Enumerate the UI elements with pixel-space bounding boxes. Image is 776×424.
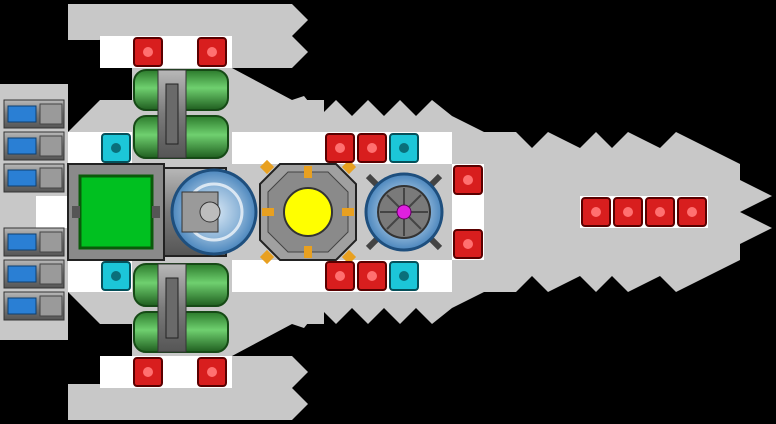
shield-block <box>389 261 419 291</box>
shield-blocks <box>101 133 419 291</box>
core-module <box>259 159 357 265</box>
hazard-block <box>645 197 675 227</box>
hazard-block <box>133 37 163 67</box>
engine-thruster <box>3 163 65 193</box>
engine-bank-top <box>3 99 65 193</box>
hazard-block <box>325 133 355 163</box>
engine-bank-bottom <box>3 227 65 321</box>
hazard-block <box>325 261 355 291</box>
shield-generator <box>163 167 258 257</box>
shield-block <box>101 133 131 163</box>
engine-thruster <box>3 99 65 129</box>
hazard-block <box>677 197 707 227</box>
shield-block <box>389 133 419 163</box>
reactor-module <box>67 163 165 261</box>
engine-thruster <box>3 291 65 321</box>
engine-thruster <box>3 259 65 289</box>
hazard-block <box>357 261 387 291</box>
tank-module-top <box>133 69 229 159</box>
tank-module-bottom <box>133 263 229 353</box>
hazard-block <box>453 229 483 259</box>
hazard-block <box>197 357 227 387</box>
hazard-block <box>613 197 643 227</box>
shield-block <box>101 261 131 291</box>
hazard-blocks <box>133 37 707 387</box>
engine-thruster <box>3 131 65 161</box>
turbine-module <box>364 172 444 252</box>
hazard-block <box>581 197 611 227</box>
hazard-block <box>197 37 227 67</box>
engine-thruster <box>3 227 65 257</box>
hazard-block <box>133 357 163 387</box>
hazard-block <box>453 165 483 195</box>
hazard-block <box>357 133 387 163</box>
